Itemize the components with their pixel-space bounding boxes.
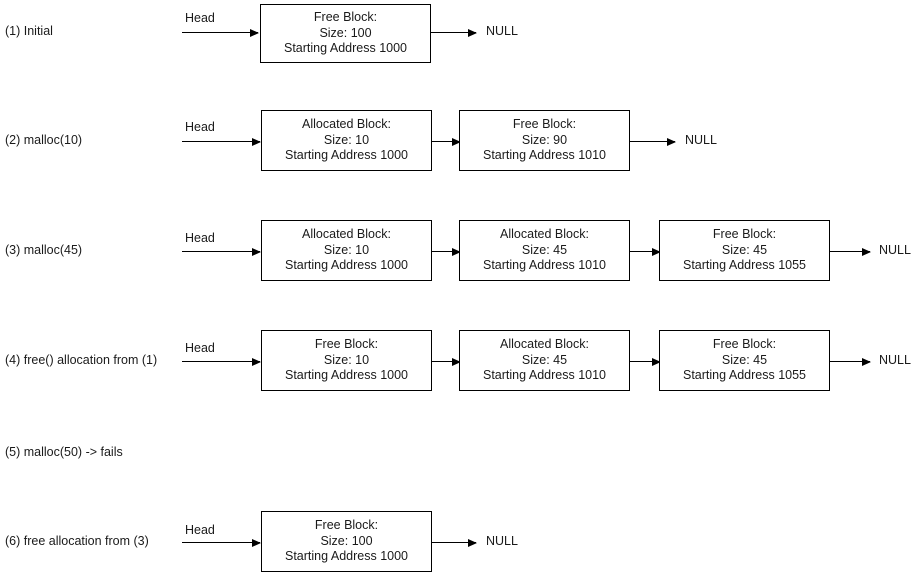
memory-block: Free Block: Size: 90 Starting Address 10… xyxy=(459,110,630,171)
block-type: Free Block: xyxy=(313,10,378,25)
block-connector-arrow xyxy=(630,361,660,363)
block-size: Size: 100 xyxy=(320,533,373,548)
block-type: Free Block: xyxy=(314,518,379,533)
block-type: Allocated Block: xyxy=(500,337,589,352)
memory-block: Free Block: Size: 100 Starting Address 1… xyxy=(261,511,432,572)
block-address: Starting Address 1000 xyxy=(285,549,408,564)
step-label-6: (6) free allocation from (3) xyxy=(5,534,149,548)
head-label-4: Head xyxy=(185,341,215,355)
block-address: Starting Address 1000 xyxy=(285,368,408,383)
block-type: Allocated Block: xyxy=(500,227,589,242)
head-label-3: Head xyxy=(185,231,215,245)
head-arrow-6 xyxy=(182,542,260,544)
block-connector-arrow xyxy=(432,141,460,143)
block-address: Starting Address 1010 xyxy=(483,148,606,163)
head-arrow-3 xyxy=(182,251,260,253)
null-label-1: NULL xyxy=(486,24,518,38)
block-size: Size: 10 xyxy=(323,352,370,367)
block-type: Allocated Block: xyxy=(302,227,391,242)
block-address: Starting Address 1000 xyxy=(284,41,407,56)
block-size: Size: 45 xyxy=(721,352,768,367)
step-label-4: (4) free() allocation from (1) xyxy=(5,353,158,367)
head-arrow-2 xyxy=(182,141,260,143)
memory-block: Allocated Block: Size: 45 Starting Addre… xyxy=(459,220,630,281)
block-size: Size: 45 xyxy=(521,352,568,367)
null-arrow-2 xyxy=(630,141,675,143)
block-type: Free Block: xyxy=(712,337,777,352)
block-size: Size: 45 xyxy=(521,242,568,257)
memory-block: Free Block: Size: 100 Starting Address 1… xyxy=(260,4,431,63)
block-type: Free Block: xyxy=(512,117,577,132)
memory-block: Free Block: Size: 45 Starting Address 10… xyxy=(659,220,830,281)
block-address: Starting Address 1000 xyxy=(285,258,408,273)
memory-block: Free Block: Size: 10 Starting Address 10… xyxy=(261,330,432,391)
step-label-3: (3) malloc(45) xyxy=(5,243,83,257)
head-label-1: Head xyxy=(185,11,215,25)
null-label-3: NULL xyxy=(879,243,911,257)
block-size: Size: 10 xyxy=(323,132,370,147)
null-label-4: NULL xyxy=(879,353,911,367)
head-arrow-4 xyxy=(182,361,260,363)
step-label-1: (1) Initial xyxy=(5,24,53,38)
block-address: Starting Address 1010 xyxy=(483,258,606,273)
block-type: Free Block: xyxy=(314,337,379,352)
block-address: Starting Address 1055 xyxy=(683,368,806,383)
memory-block: Allocated Block: Size: 10 Starting Addre… xyxy=(261,110,432,171)
block-size: Size: 100 xyxy=(319,25,372,40)
step-label-5: (5) malloc(50) -> fails xyxy=(5,445,123,459)
block-type: Allocated Block: xyxy=(302,117,391,132)
block-type: Free Block: xyxy=(712,227,777,242)
block-size: Size: 10 xyxy=(323,242,370,257)
memory-block: Allocated Block: Size: 45 Starting Addre… xyxy=(459,330,630,391)
memory-block: Free Block: Size: 45 Starting Address 10… xyxy=(659,330,830,391)
head-arrow-1 xyxy=(182,32,258,34)
null-arrow-4 xyxy=(830,361,870,363)
null-arrow-1 xyxy=(431,32,476,34)
block-connector-arrow xyxy=(630,251,660,253)
block-size: Size: 90 xyxy=(521,132,568,147)
block-address: Starting Address 1055 xyxy=(683,258,806,273)
block-address: Starting Address 1000 xyxy=(285,148,408,163)
head-label-6: Head xyxy=(185,523,215,537)
null-label-6: NULL xyxy=(486,534,518,548)
step-label-2: (2) malloc(10) xyxy=(5,133,83,147)
block-address: Starting Address 1010 xyxy=(483,368,606,383)
head-label-2: Head xyxy=(185,120,215,134)
null-label-2: NULL xyxy=(685,133,717,147)
block-connector-arrow xyxy=(432,361,460,363)
block-size: Size: 45 xyxy=(721,242,768,257)
null-arrow-6 xyxy=(432,542,476,544)
null-arrow-3 xyxy=(830,251,870,253)
block-connector-arrow xyxy=(432,251,460,253)
memory-block: Allocated Block: Size: 10 Starting Addre… xyxy=(261,220,432,281)
